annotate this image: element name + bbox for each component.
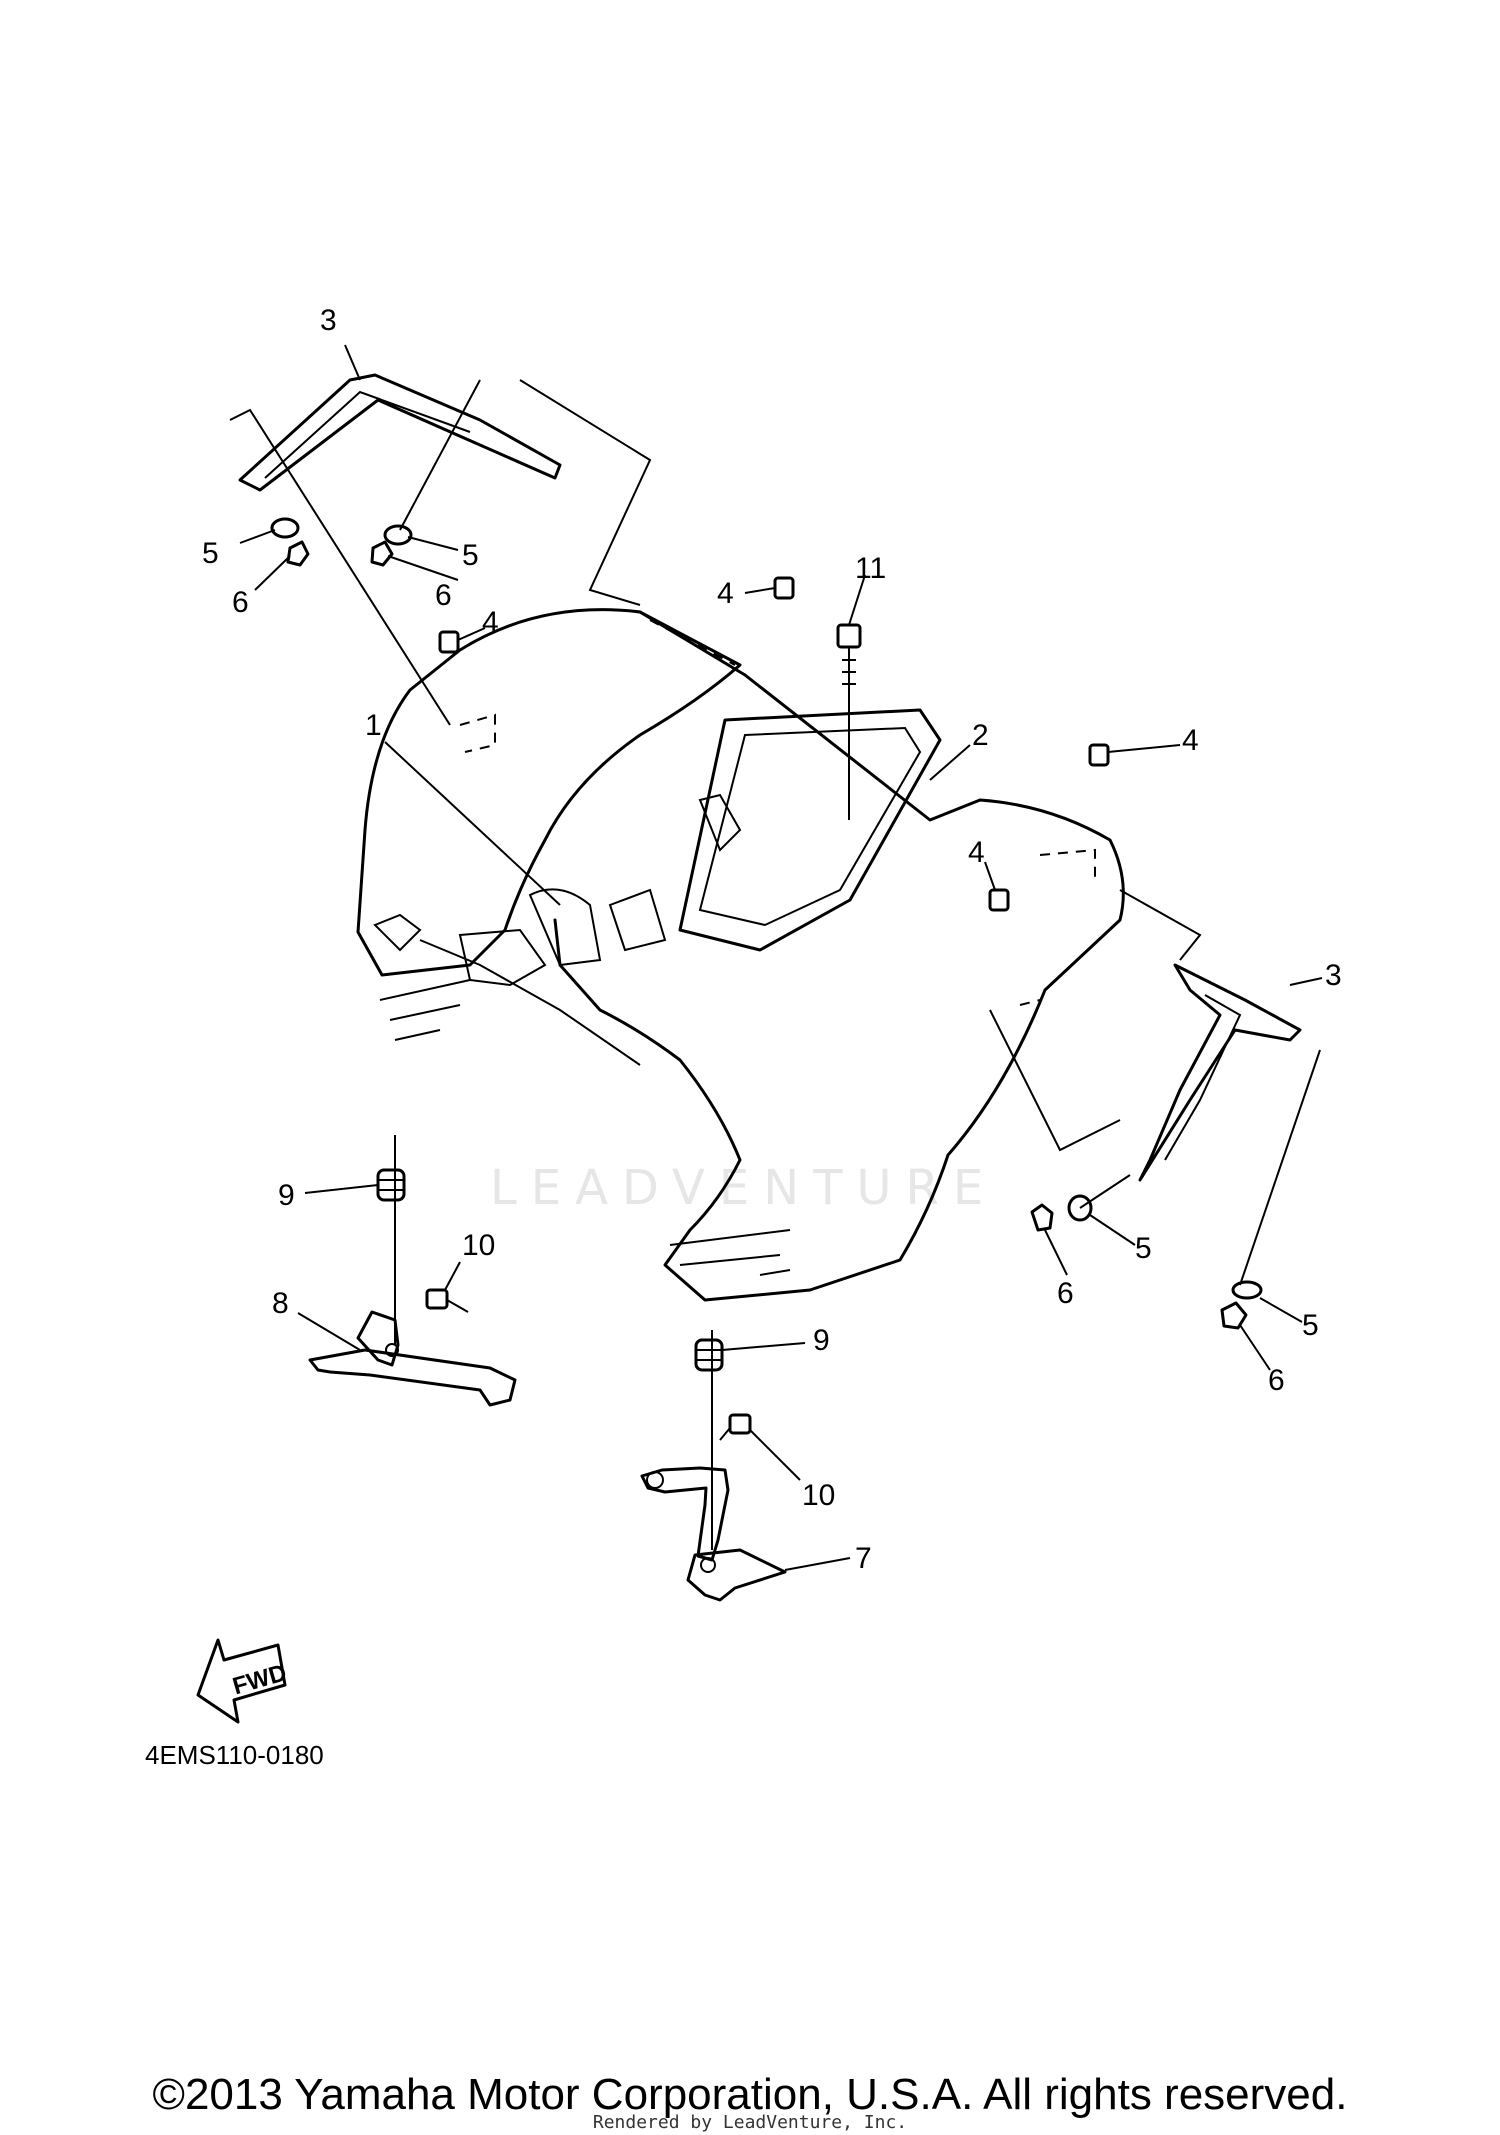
mud-flap-left — [238, 373, 562, 492]
callout-6: 6 — [435, 579, 452, 612]
nut-6-c — [1030, 1203, 1054, 1232]
callout-4: 4 — [482, 606, 499, 639]
callout-1: 1 — [365, 709, 382, 742]
callout-10: 10 — [462, 1229, 495, 1262]
bolt-4-mid — [988, 888, 1010, 912]
callout-5: 5 — [462, 539, 479, 572]
callout-leaders — [239, 344, 1323, 1571]
callout-5: 5 — [1135, 1232, 1152, 1265]
nut-6-b — [370, 540, 394, 567]
callout-8: 8 — [272, 1287, 289, 1320]
bolt-4-left — [438, 630, 460, 654]
bolt-4-right — [1088, 743, 1110, 767]
callout-7: 7 — [855, 1542, 872, 1575]
callout-10: 10 — [802, 1479, 835, 1512]
grommet-right — [694, 1338, 724, 1372]
washer-5-d — [1231, 1280, 1263, 1300]
rear-fender — [356, 608, 1125, 1302]
rendered-by-notice: Rendered by LeadVenture, Inc. — [592, 2112, 908, 2133]
copyright-notice: ©2013 Yamaha Motor Corporation, U.S.A. A… — [152, 2070, 1348, 2119]
callout-4: 4 — [968, 836, 985, 869]
callout-4: 4 — [717, 577, 734, 610]
bolt-4-top — [773, 576, 795, 600]
callout-4: 4 — [1182, 724, 1199, 757]
screw — [836, 623, 862, 700]
washer-5-b — [383, 524, 413, 546]
callout-6: 6 — [1268, 1364, 1285, 1397]
callout-5: 5 — [1302, 1309, 1319, 1342]
callout-11: 11 — [855, 552, 886, 585]
assembly-lines — [229, 379, 1321, 1550]
callout-6: 6 — [1057, 1277, 1074, 1310]
callout-6: 6 — [232, 586, 249, 619]
callout-9: 9 — [813, 1324, 830, 1357]
bolt-left — [425, 1288, 469, 1313]
grommet-left — [376, 1168, 406, 1202]
fender-stay-left — [308, 1310, 517, 1407]
bolt-right — [719, 1413, 752, 1441]
nut-6-a — [286, 540, 310, 567]
washer-5-c — [1067, 1194, 1093, 1222]
callout-3: 3 — [320, 304, 337, 337]
mud-flap-right — [1138, 963, 1302, 1182]
callout-9: 9 — [278, 1179, 295, 1212]
fwd-label: FWD — [230, 1659, 290, 1700]
washer-5-a — [270, 517, 300, 539]
callout-3: 3 — [1325, 959, 1342, 992]
forward-arrow-icon: FWD — [196, 1638, 290, 1724]
callout-2: 2 — [972, 719, 989, 752]
callout-5: 5 — [202, 537, 219, 570]
fender-stay-right — [640, 1466, 787, 1602]
nut-6-d — [1220, 1301, 1248, 1330]
diagram-code: 4EMS110-0180 — [145, 1740, 324, 1770]
